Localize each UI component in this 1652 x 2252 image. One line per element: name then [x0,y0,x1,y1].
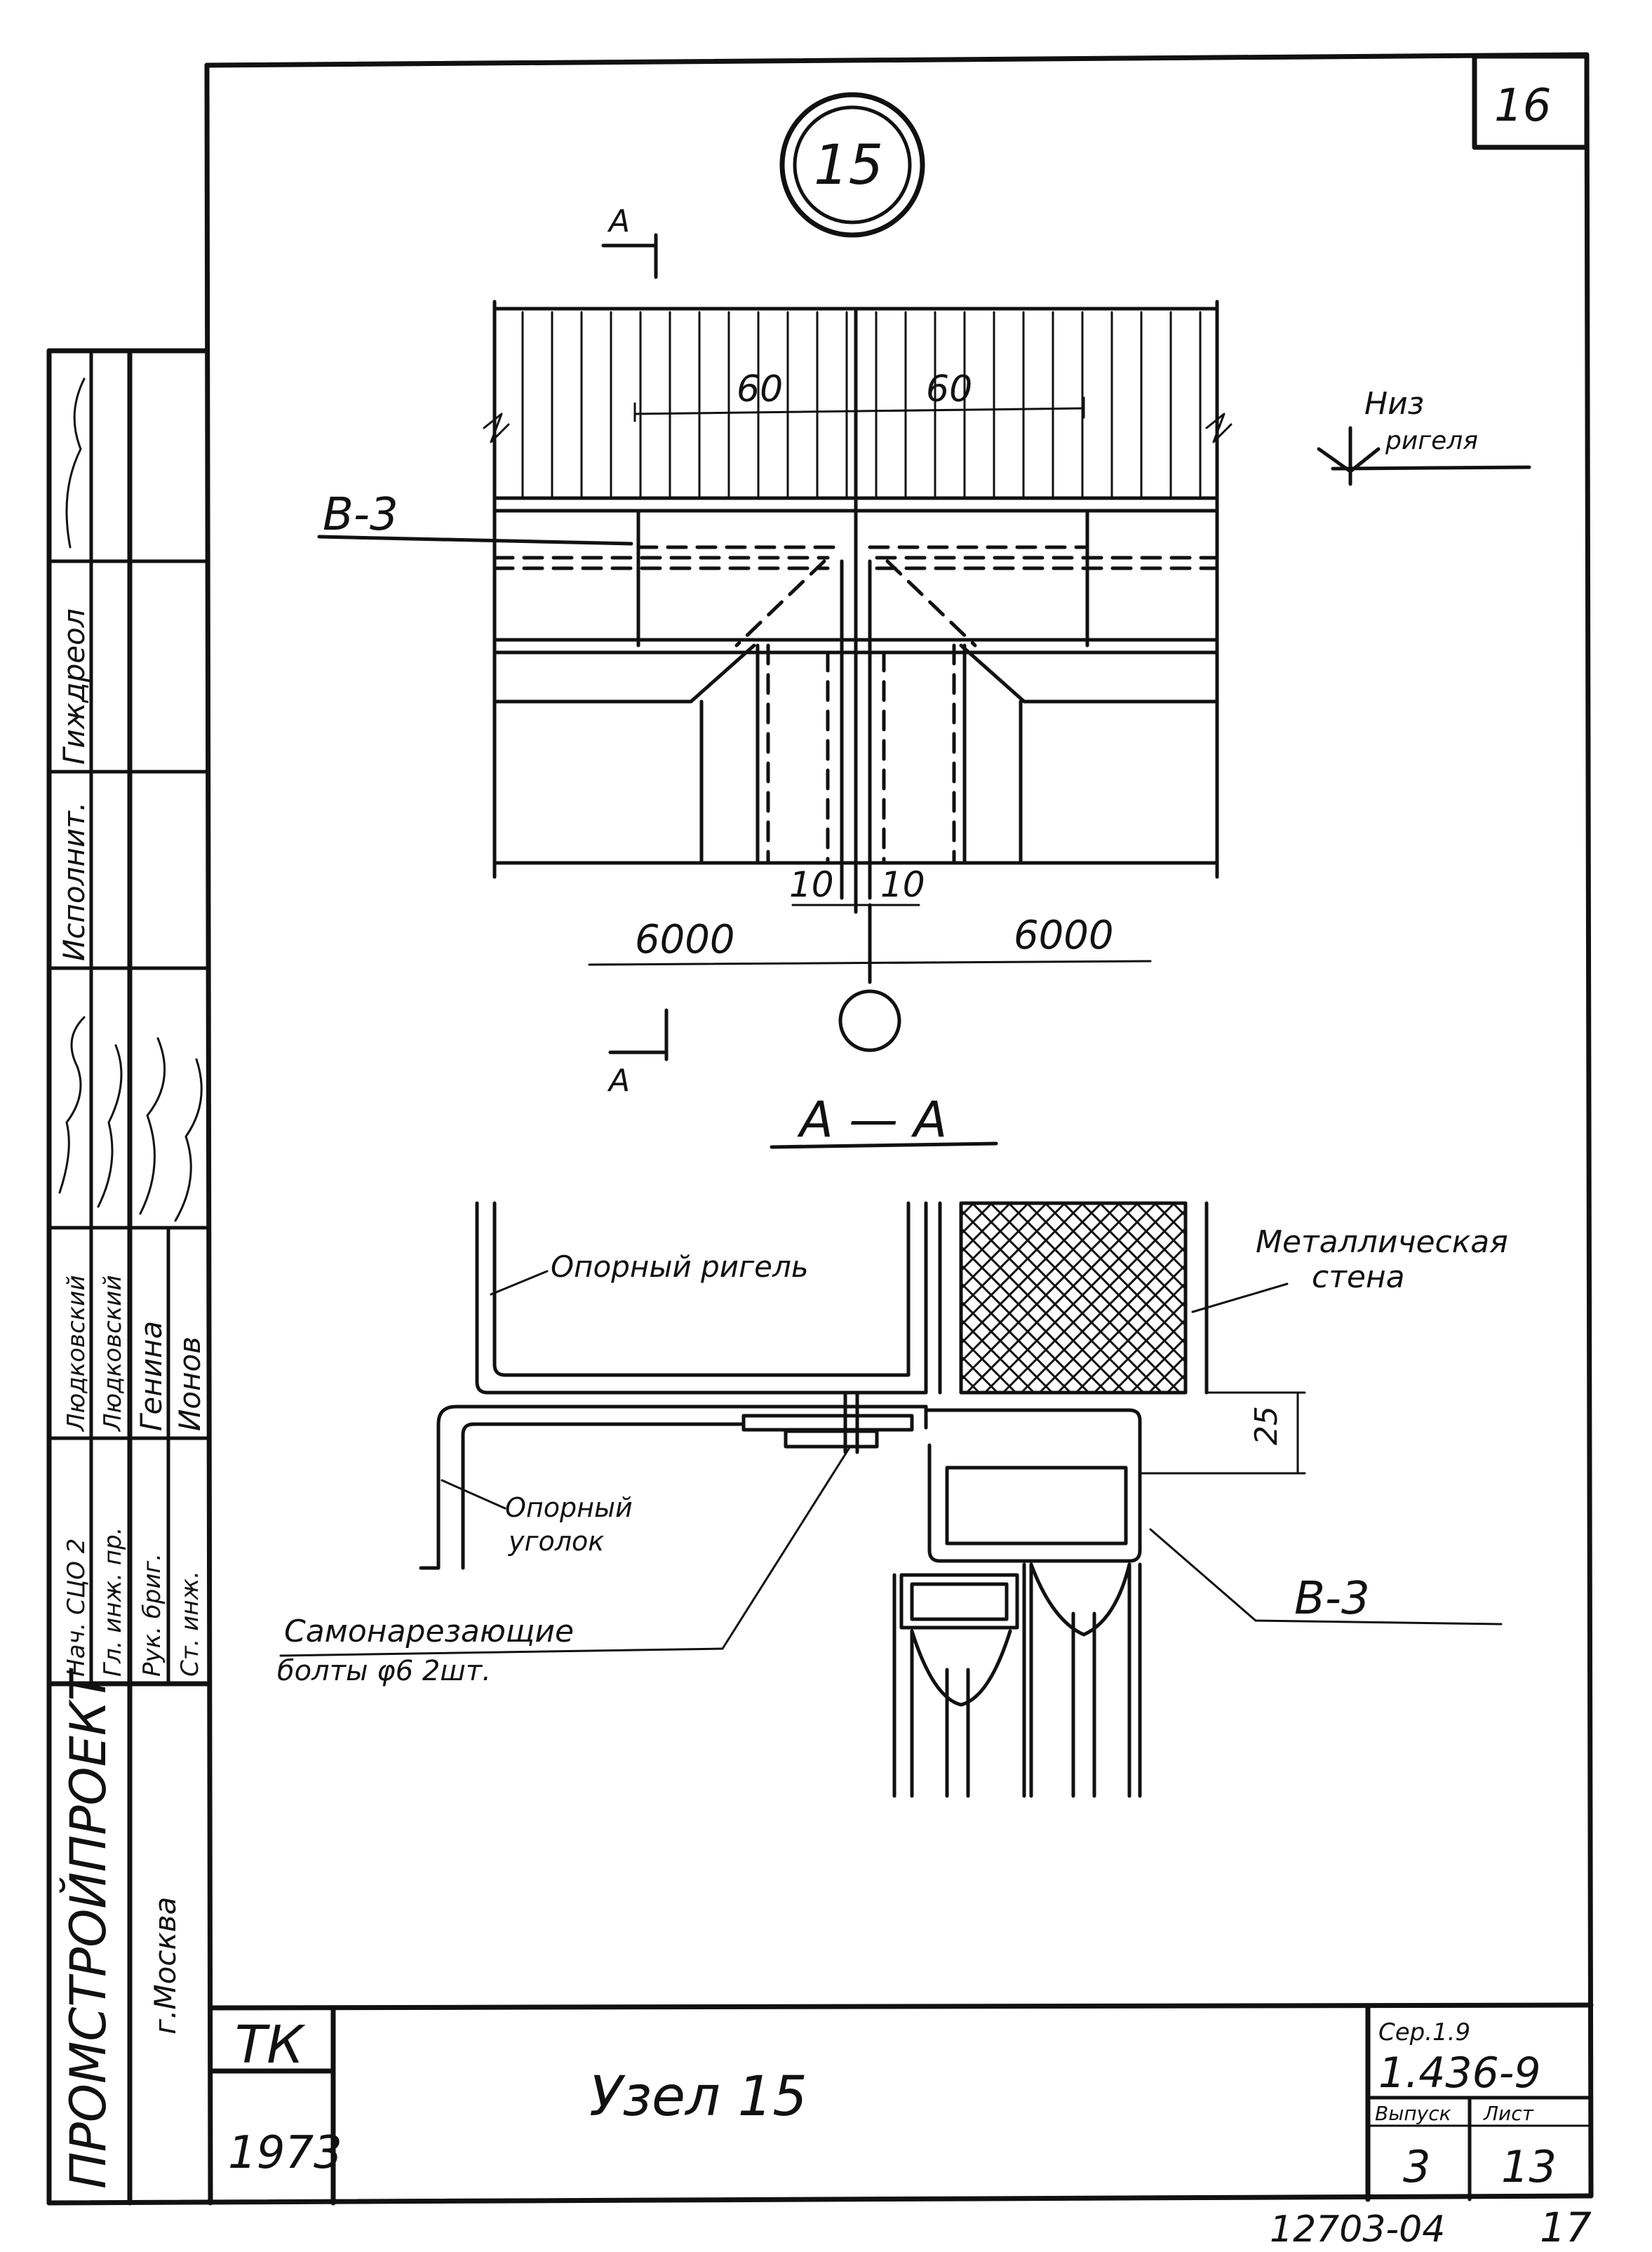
signatures [58,377,203,1222]
plan-span-left: 6000 [635,917,735,963]
title-block [208,2002,1594,2206]
node-badge-number: 15 [814,134,883,197]
plan-section-mark-top: А [607,203,630,239]
plan-level-label-2: ригеля [1385,427,1478,455]
title-block-tk: ТК [235,2015,306,2075]
stamp-name-4: Ионов [173,1336,207,1431]
stamp-name-1: Людковский [62,1275,90,1433]
dim-25: 25 [1249,1406,1284,1445]
plan-dim-right: 60 [926,368,972,410]
label-metal-wall-2: стена [1312,1259,1405,1295]
node-badge [779,92,925,238]
plan-level-label-1: Низ [1364,386,1424,422]
page-number-bottom: 17 [1540,2204,1592,2251]
plan-view [317,233,1531,1061]
sheet-frame [46,52,1594,2206]
label-bolts-2: болты φ6 2шт. [277,1655,491,1687]
sheet-label: Лист [1483,2102,1534,2125]
label-support-beam: Опорный ригель [551,1249,809,1284]
section-view [279,1141,1503,1798]
sheet-value: 13 [1501,2141,1557,2192]
sheet-number: 16 [1494,80,1551,132]
issue-value: 3 [1403,2141,1430,2192]
plan-element-label: В-3 [323,489,398,541]
stamp-role-3: Рук. бриг. [138,1553,166,1677]
issue-label: Выпуск [1375,2102,1451,2125]
stamp-checker-header: Гиждреол [57,608,91,765]
stamp-name-3: Генина [134,1321,168,1431]
label-metal-wall-1: Металлическая [1256,1224,1508,1260]
plan-section-mark-bottom: А [607,1063,630,1099]
series-label: Сер.1.9 [1378,2018,1470,2046]
archive-number: 12703-04 [1270,2209,1445,2251]
stamp-org-name: ПРОМСТРОЙПРОЕКТ [60,1667,117,2189]
section-title: А — А [797,1091,947,1148]
plan-gap-right: 10 [880,864,925,905]
stamp-org-city: г.Москва [148,1897,182,2035]
stamp-executor-header: Исполнит. [57,802,91,961]
drawing-title: Узел 15 [589,2065,807,2129]
plan-gap-left: 10 [789,864,834,905]
plan-span-right: 6000 [1014,913,1114,958]
stamp-role-2: Гл. инж. пр. [99,1527,127,1677]
plan-dim-left: 60 [737,368,783,410]
label-panel: В-3 [1294,1573,1370,1625]
label-bolts-1: Самонарезающие [284,1614,574,1649]
label-support-angle-2: уголок [508,1526,604,1557]
stamp-role-1: Нач. СЦО 2 [62,1539,90,1677]
series-number: 1.436-9 [1378,2049,1541,2098]
left-stamp [46,348,210,2206]
stamp-role-4: Ст. инж. [176,1571,204,1677]
stamp-name-2: Людковский [99,1275,127,1433]
label-support-angle-1: Опорный [505,1492,633,1523]
title-block-year: 1973 [228,2127,342,2179]
